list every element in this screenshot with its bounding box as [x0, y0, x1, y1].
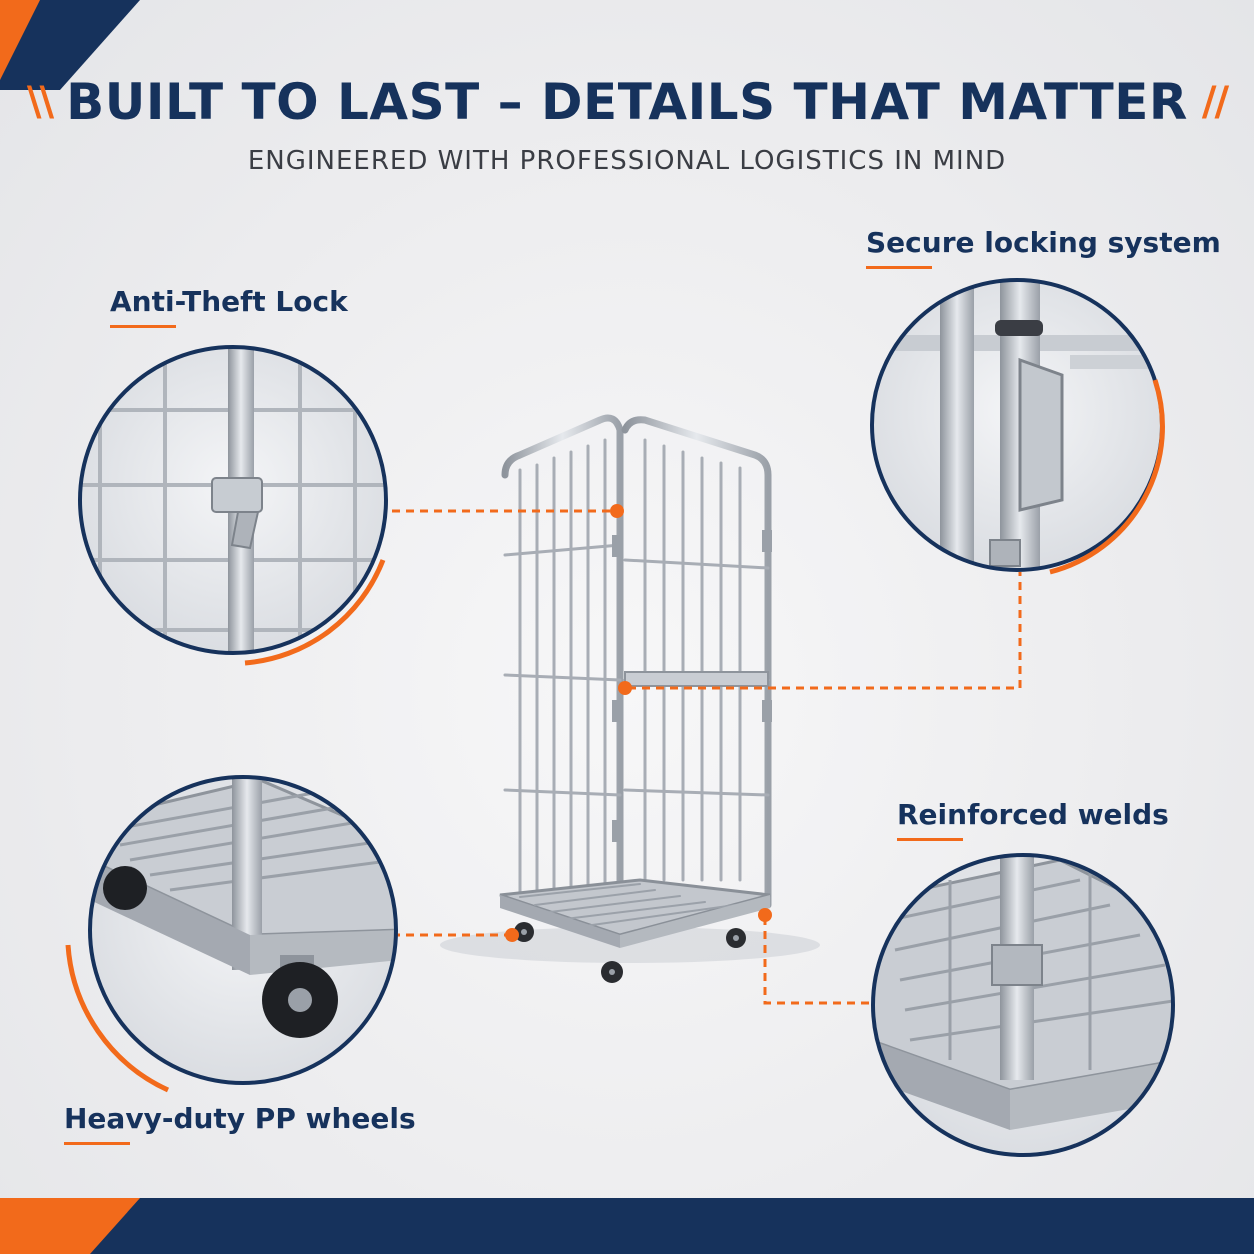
label-secure-locking-system: Secure locking system	[866, 226, 1221, 259]
page-title: BUILT TO LAST – DETAILS THAT MATTER	[66, 73, 1188, 131]
roll-cage-cart	[499, 414, 772, 983]
label-heavy-duty-wheels: Heavy-duty PP wheels	[64, 1102, 416, 1135]
page-subtitle: ENGINEERED WITH PROFESSIONAL LOGISTICS I…	[247, 146, 1007, 176]
callout-dots	[505, 504, 772, 942]
leader-lines	[392, 509, 1022, 1005]
bottom-stripe-decoration	[0, 1198, 1254, 1254]
label-underline	[64, 1142, 130, 1145]
label-underline	[897, 838, 963, 841]
detail-lens-anti-theft-lock	[78, 345, 388, 666]
detail-lens-reinforced-welds	[871, 853, 1175, 1157]
title-right-slashes: //	[1201, 79, 1229, 125]
label-underline	[866, 266, 932, 269]
label-anti-theft-lock: Anti-Theft Lock	[110, 285, 348, 318]
corner-stripe-decoration	[0, 0, 140, 90]
detail-lens-heavy-duty-wheels	[65, 775, 398, 1093]
label-reinforced-welds: Reinforced welds	[897, 798, 1169, 831]
detail-lens-secure-locking-system	[870, 278, 1165, 575]
label-underline	[110, 325, 176, 328]
title-left-slashes: \\	[26, 79, 54, 125]
title-row: \\ BUILT TO LAST – DETAILS THAT MATTER /…	[0, 70, 1254, 134]
